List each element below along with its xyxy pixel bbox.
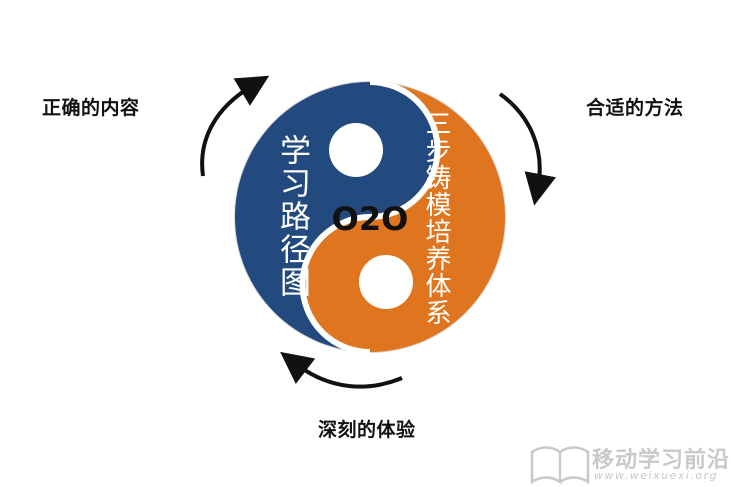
yin-yang-symbol xyxy=(234,79,506,355)
left-vertical-text: 学习路径图 xyxy=(274,134,310,299)
arrow-top-left xyxy=(200,75,270,177)
orange-half xyxy=(302,82,505,352)
right-vertical-text: 三步铸模培养体系 xyxy=(421,110,451,326)
label-correct-content: 正确的内容 xyxy=(42,97,140,119)
arrow-top-right xyxy=(498,92,556,206)
s-curve-divider xyxy=(299,79,441,355)
label-deep-experience: 深刻的体验 xyxy=(318,419,416,441)
center-label: O2O xyxy=(332,200,409,238)
blue-half xyxy=(235,82,438,352)
lower-eye xyxy=(359,255,413,309)
book-icon xyxy=(530,446,590,485)
watermark-url: www.weixuexi.org xyxy=(594,469,719,482)
watermark: 移动学习前沿 www.weixuexi.org xyxy=(528,440,731,484)
label-suitable-method: 合适的方法 xyxy=(586,97,684,119)
upper-eye xyxy=(329,123,383,177)
watermark-title: 移动学习前沿 xyxy=(592,448,731,473)
arrow-bottom xyxy=(280,351,403,389)
